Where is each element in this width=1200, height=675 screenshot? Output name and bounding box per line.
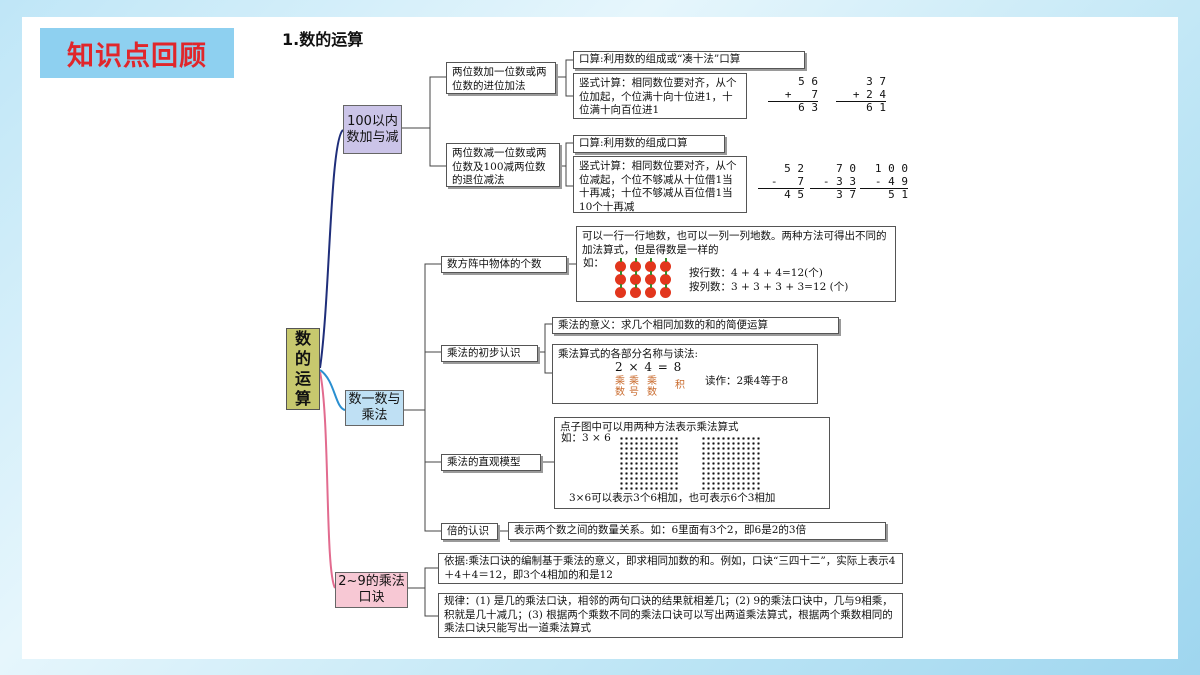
table-basis-box: 依据:乘法口诀的编制基于乘法的意义，即求相同加数的和。例如，口诀“三四十二”，实… (438, 553, 903, 584)
dot-array-6x3-image (701, 436, 761, 491)
sub-branch-node: 两位数减一位数或两位数及100减两位数的退位减法 (446, 143, 560, 187)
apple-icon (615, 284, 626, 298)
knowledge-review-badge: 知识点回顾 (40, 28, 234, 78)
apple-icon (615, 271, 626, 285)
times-concept-box: 表示两个数之间的数量关系。如：6里面有3个2，即6是2的3倍 (508, 522, 886, 540)
count-by-cols: 按列数：3 + 3 + 3 + 3=12 (个) (689, 281, 849, 293)
apple-array-image (613, 258, 679, 299)
multiplication-formula: 2 × 4 = 8 (615, 360, 683, 374)
sub-written-box: 竖式计算：相同数位要对齐，从个位减起，个位不够减从十位借1当十再减；十位不够减从… (573, 156, 747, 213)
add-branch-node: 两位数加一位数或两位数的进位加法 (446, 62, 556, 94)
model-conclusion: 3×6可以表示3个6相加，也可表示6个3相加 (569, 492, 776, 504)
apple-icon (630, 284, 641, 298)
multiplication-parts-box: 乘法算式的各部分名称与读法: 2 × 4 = 8 乘数 乘号 乘数 积 读作：2… (552, 344, 818, 404)
category-counting-multiplication: 数一数与乘法 (345, 390, 404, 426)
sub-mental-box: 口算:利用数的组成口算 (573, 135, 725, 153)
section-title: 1.数的运算 (282, 30, 364, 49)
apple-icon (630, 258, 641, 272)
table-rule-box: 规律：(1) 是几的乘法口诀，相邻的两句口诀的结果就相差几；(2) 9的乘法口诀… (438, 593, 903, 638)
add-written-box: 竖式计算：相同数位要对齐，从个位加起，个位满十向十位进1，十位满十向百位进1 (573, 73, 747, 119)
category-multiplication-table: 2~9的乘法口诀 (335, 572, 408, 608)
apple-icon (645, 284, 656, 298)
model-example: 如：3 × 6 (561, 432, 611, 444)
root-node-number-operations: 数 的 运 算 (286, 328, 320, 410)
count-array-branch: 数方阵中物体的个数 (441, 256, 567, 273)
apple-icon (645, 258, 656, 272)
root-char: 数 (294, 329, 311, 348)
multiplication-intro-branch: 乘法的初步认识 (441, 345, 538, 362)
category-add-subtract: 100以内数加与减 (343, 105, 402, 154)
root-char: 算 (294, 389, 311, 408)
count-by-rows: 按行数：4 + 4 + 4=12(个) (689, 267, 823, 279)
multiplication-model-box: 点子图中可以用两种方法表示乘法算式 如：3 × 6 3×6可以表示3个6相加，也… (554, 417, 830, 509)
label-times-sign: 乘号 (629, 376, 639, 398)
label-factor-1: 乘数 (615, 376, 625, 398)
label-factor-2: 乘数 (647, 376, 657, 398)
slide-card (22, 17, 1178, 659)
dot-array-3x6-image (619, 436, 679, 491)
times-concept-branch: 倍的认识 (441, 523, 498, 540)
root-char: 的 (294, 349, 311, 368)
apple-icon (630, 271, 641, 285)
apple-icon (660, 271, 671, 285)
apple-icon (615, 258, 626, 272)
count-example-label: 如： (583, 257, 604, 269)
root-char: 运 (294, 369, 311, 388)
apple-icon (645, 271, 656, 285)
read-as-text: 读作：2乘4等于8 (705, 375, 789, 387)
multiplication-model-branch: 乘法的直观模型 (441, 454, 541, 471)
label-product: 积 (675, 380, 685, 391)
count-array-box: 可以一行一行地数，也可以一列一列地数。两种方法可得出不同的加法算式，但是得数是一… (576, 226, 896, 302)
add-mental-box: 口算:利用数的组成或“凑十法”口算 (573, 51, 805, 69)
apple-icon (660, 284, 671, 298)
apple-icon (660, 258, 671, 272)
multiplication-meaning-box: 乘法的意义：求几个相同加数的和的简便运算 (552, 317, 839, 334)
